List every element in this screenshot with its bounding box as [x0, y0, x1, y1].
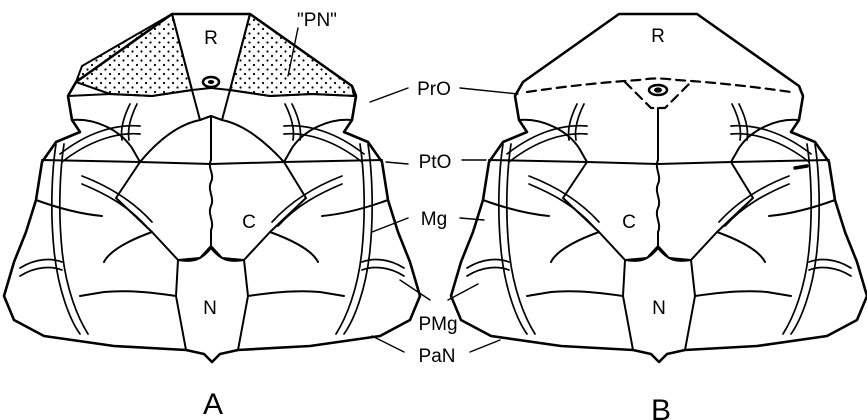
marginal-label: Mg	[421, 209, 447, 230]
panel-label-b: B	[651, 394, 671, 420]
median-suture-a	[210, 116, 212, 246]
pn-label: "PN"	[297, 10, 337, 31]
postorbital-label: PtO	[419, 152, 452, 173]
postmarginal-label: PMg	[418, 314, 457, 335]
nuchal-label-b: N	[652, 298, 666, 319]
bone-labels: PrO PtO Mg PMg PaN	[417, 79, 457, 367]
panel-label-a: A	[203, 388, 223, 420]
rostral-label-a: R	[204, 28, 218, 49]
panel-labels: A B	[203, 388, 671, 420]
central-label-b: C	[622, 212, 636, 233]
nuchal-label-a: N	[203, 298, 217, 319]
preorbital-label: PrO	[417, 79, 451, 100]
median-suture-b	[657, 108, 659, 246]
rostral-label-b: R	[651, 26, 665, 47]
paranuchal-label: PaN	[419, 346, 456, 367]
central-label-a: C	[242, 212, 256, 233]
